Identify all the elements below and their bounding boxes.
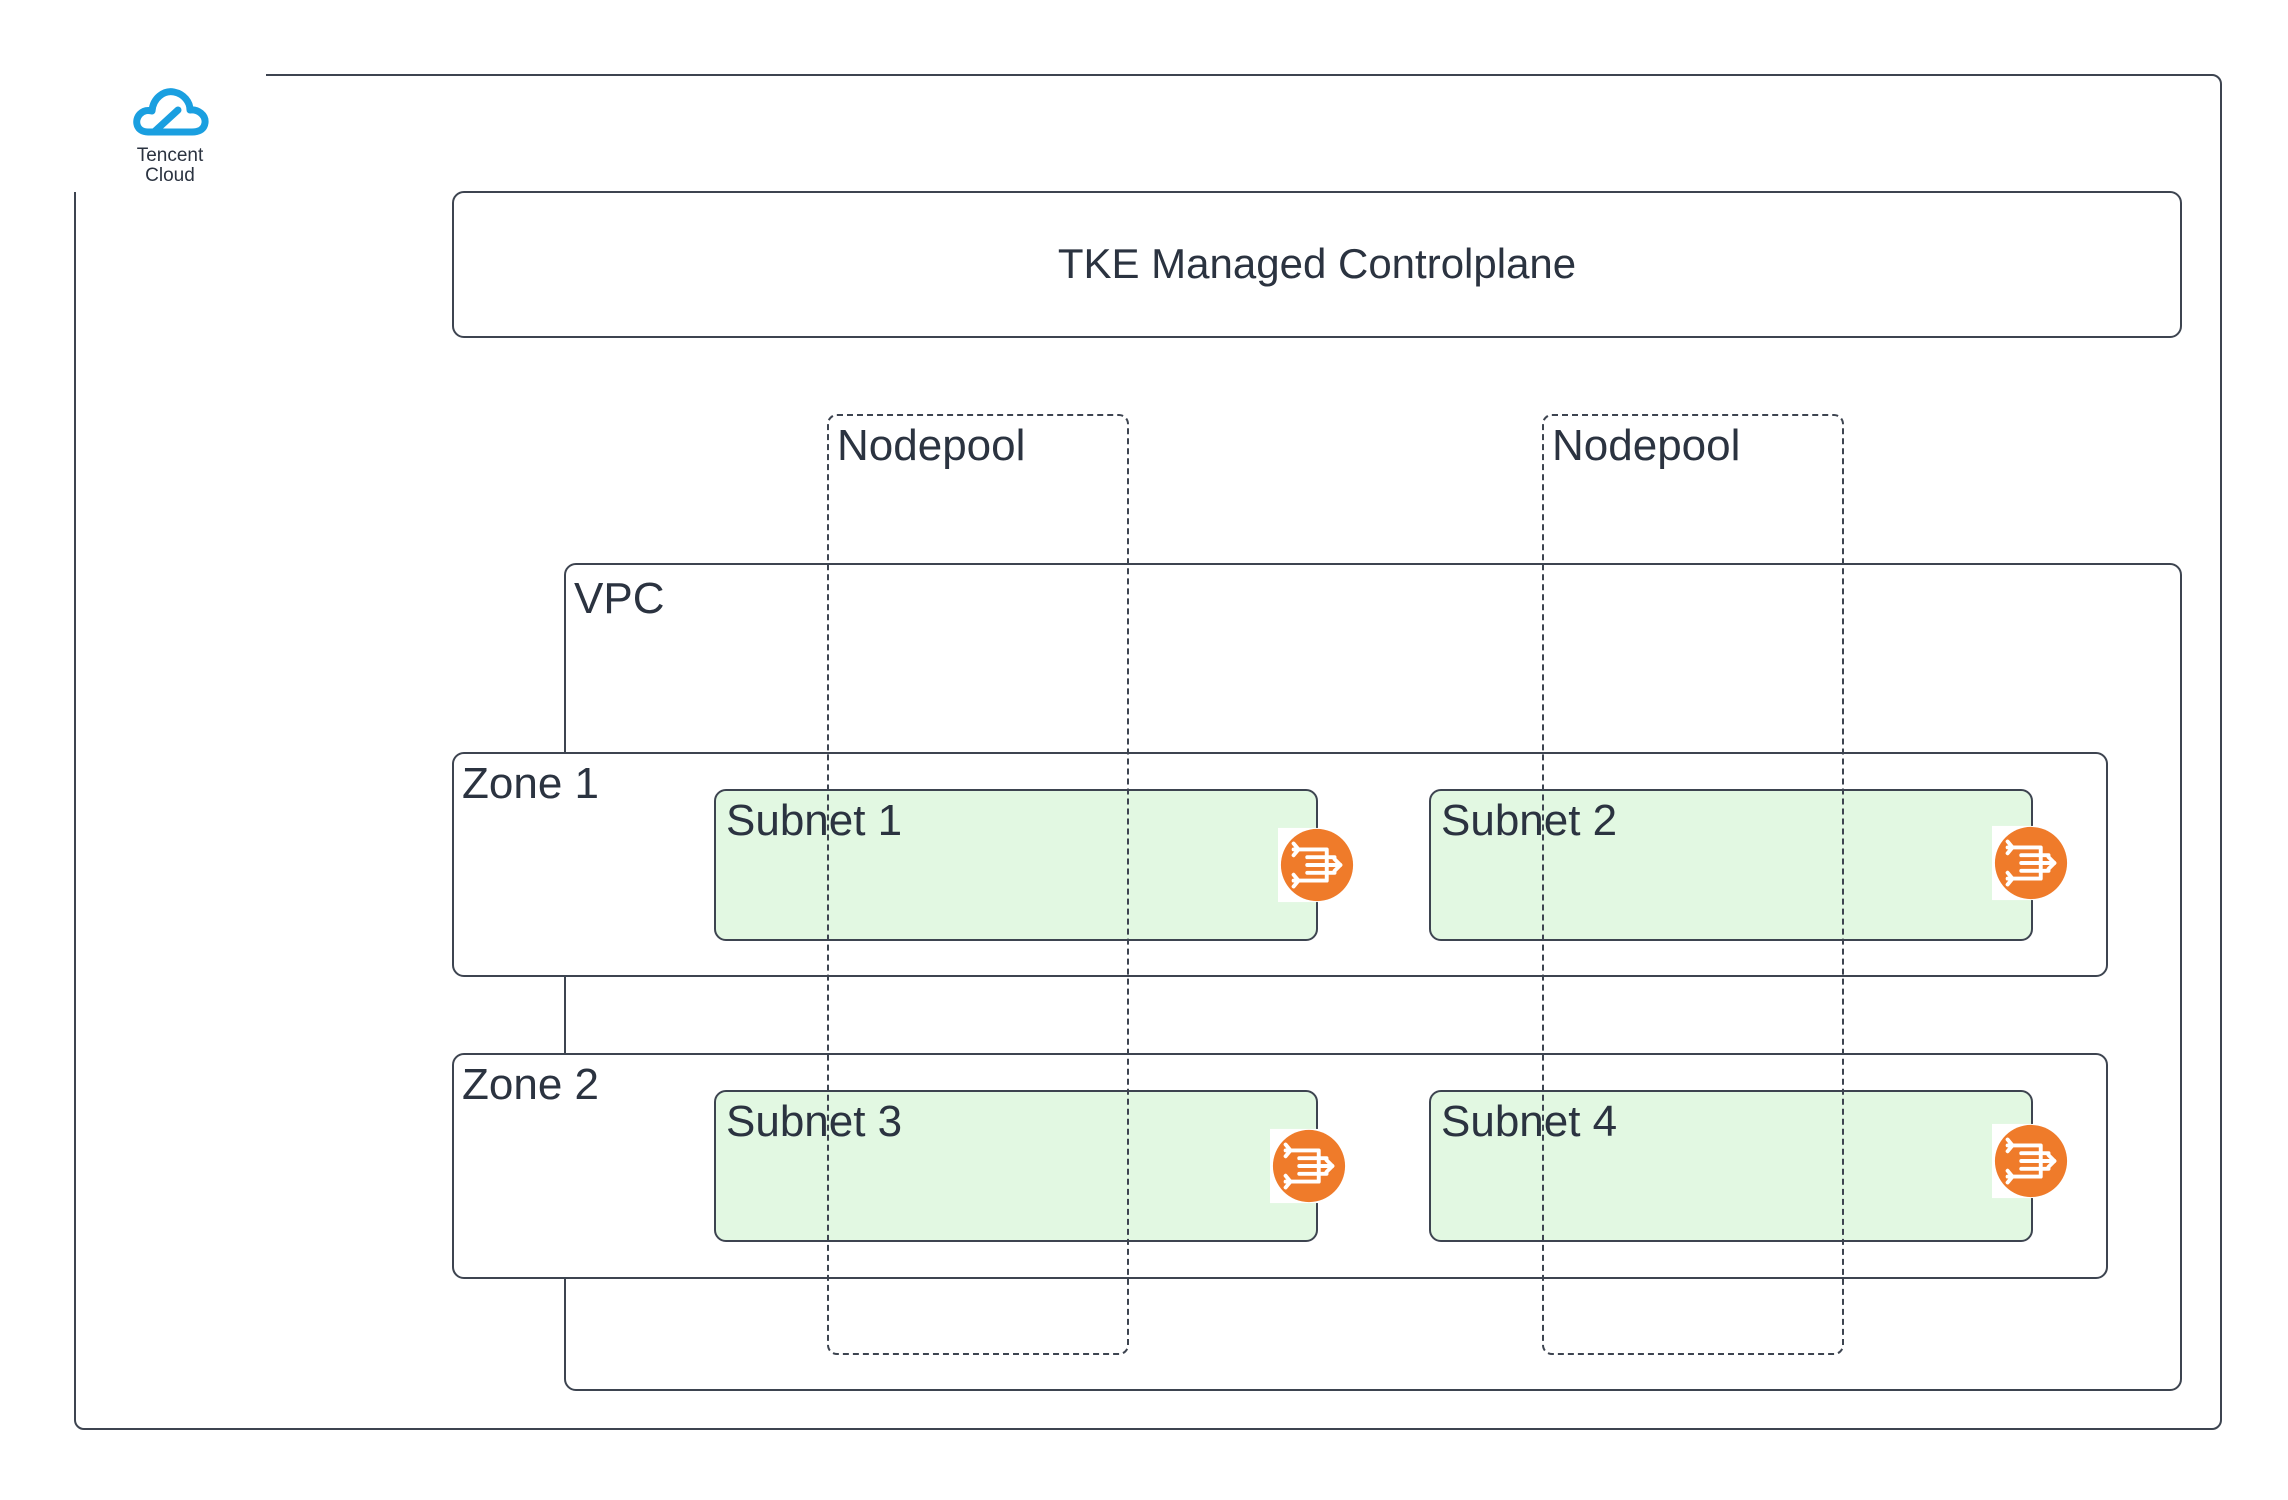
vpc-box: VPC	[564, 563, 2182, 1391]
subnet-4-box: Subnet 4	[1429, 1090, 2033, 1242]
logo-text-line1: Tencent	[136, 145, 204, 166]
zone-2-label: Zone 2	[462, 1060, 599, 1109]
nat-gateway-icon	[1270, 1128, 1348, 1204]
nat-gateway-icon	[1992, 825, 2070, 901]
tencent-cloud-logo: Tencent Cloud	[74, 70, 266, 192]
controlplane-label: TKE Managed Controlplane	[1057, 240, 1577, 287]
nodepool-2-box: Nodepool	[1542, 414, 1844, 1355]
subnet-4-label: Subnet 4	[1441, 1097, 1618, 1146]
cloud-boundary	[74, 74, 2222, 1430]
nodepool-1-box: Nodepool	[827, 414, 1129, 1355]
subnet-1-box: Subnet 1	[714, 789, 1318, 941]
subnet-2-box: Subnet 2	[1429, 789, 2033, 941]
vpc-label: VPC	[574, 574, 665, 623]
zone-1-label: Zone 1	[462, 759, 599, 808]
subnet-2-label: Subnet 2	[1441, 796, 1618, 845]
subnet-1-label: Subnet 1	[726, 796, 903, 845]
subnet-3-box: Subnet 3	[714, 1090, 1318, 1242]
subnet-3-label: Subnet 3	[726, 1097, 903, 1146]
tencent-cloud-icon	[133, 88, 209, 136]
nat-gateway-icon	[1992, 1123, 2070, 1199]
nat-gateway-icon	[1278, 827, 1356, 903]
logo-text-line2: Cloud	[145, 165, 195, 186]
nodepool-1-label: Nodepool	[837, 421, 1026, 470]
controlplane-box: TKE Managed Controlplane	[452, 191, 2182, 338]
nodepool-2-label: Nodepool	[1552, 421, 1741, 470]
